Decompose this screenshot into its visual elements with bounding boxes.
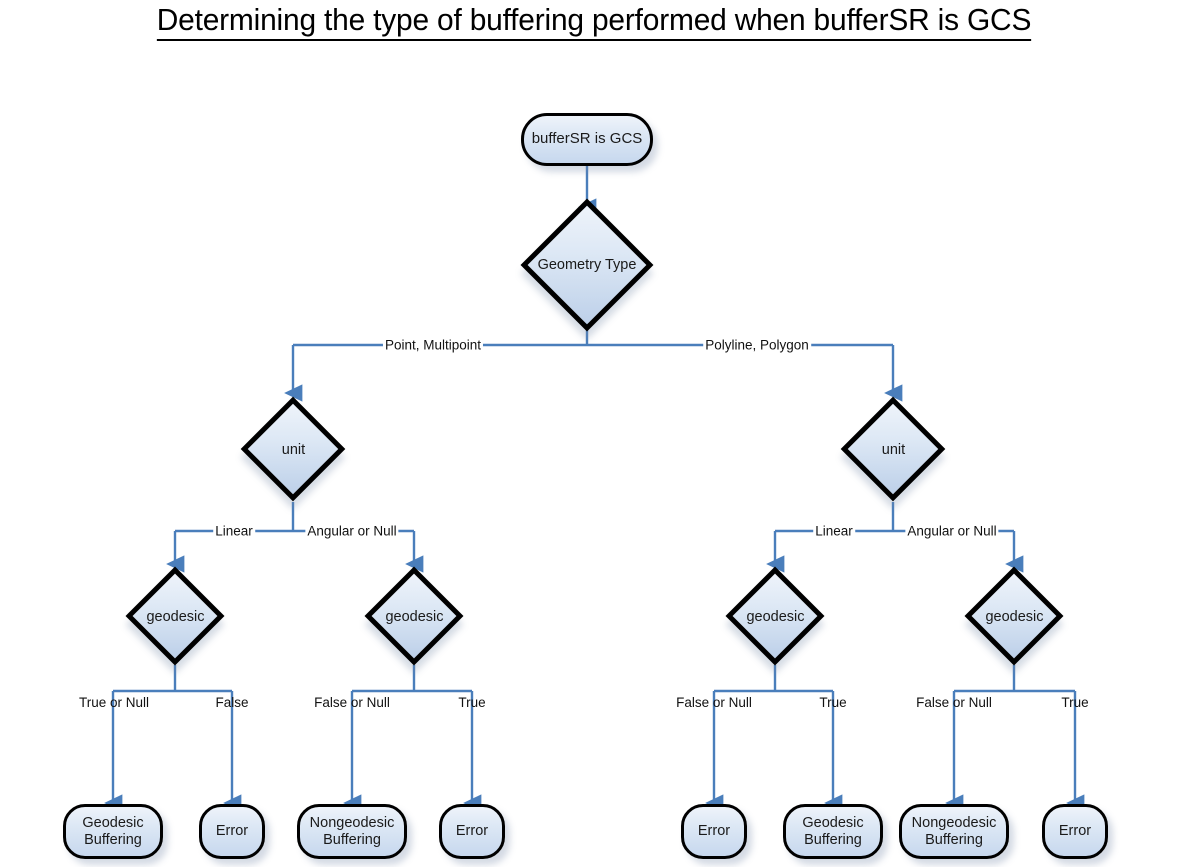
node-output-7-line2: Buffering [925, 831, 983, 848]
node-output-6-line1: Geodesic [802, 815, 864, 832]
page-title-text: Determining the type of buffering perfor… [156, 2, 1031, 41]
node-output-4[interactable]: Error [439, 804, 505, 859]
node-output-1-line2: Buffering [84, 831, 142, 848]
edge-label-geodesic1-left: True or Null [78, 695, 150, 710]
node-output-6-text: Geodesic Buffering [802, 815, 863, 847]
node-output-3-line1: Nongeodesic [309, 815, 395, 832]
node-unit-right-label: unit [881, 441, 906, 458]
node-output-6-line2: Buffering [804, 831, 862, 848]
node-geodesic-3[interactable]: geodesic [725, 566, 825, 666]
node-unit-left-label: unit [281, 441, 306, 458]
edge-label-unit-left-linear: Linear [213, 523, 255, 539]
node-geodesic-2[interactable]: geodesic [364, 566, 464, 666]
node-output-8[interactable]: Error [1042, 804, 1108, 859]
node-output-1-text: Geodesic Buffering [82, 815, 143, 847]
edge-label-geometry-left: Point, Multipoint [382, 337, 484, 353]
node-output-2[interactable]: Error [199, 804, 265, 859]
node-geometry-type-label: Geometry Type [537, 257, 637, 273]
node-start[interactable]: bufferSR is GCS [521, 113, 653, 166]
node-output-4-text: Error [456, 823, 488, 839]
node-output-1-line1: Geodesic [82, 815, 144, 832]
node-output-3-line2: Buffering [323, 831, 381, 848]
node-output-3-text: Nongeodesic Buffering [310, 815, 395, 847]
edge-label-geodesic4-right: True [1061, 695, 1089, 710]
node-output-2-line1: Error [215, 823, 249, 840]
node-output-5-text: Error [698, 823, 730, 839]
node-geodesic-1[interactable]: geodesic [125, 566, 225, 666]
node-output-6[interactable]: Geodesic Buffering [783, 804, 883, 859]
edge-label-geodesic2-right: True [458, 695, 486, 710]
node-output-7-text: Nongeodesic Buffering [912, 815, 997, 847]
node-geodesic-3-label: geodesic [746, 608, 805, 625]
edge-label-geodesic2-left: False or Null [314, 695, 390, 710]
node-start-label: bufferSR is GCS [531, 130, 643, 148]
edge-label-geodesic3-right: True [819, 695, 847, 710]
node-output-1[interactable]: Geodesic Buffering [63, 804, 163, 859]
edge-label-geodesic3-left: False or Null [676, 695, 752, 710]
node-output-5-line1: Error [697, 823, 731, 840]
node-output-2-text: Error [216, 823, 248, 839]
page-title: Determining the type of buffering perfor… [21, 2, 1167, 41]
node-geodesic-1-label: geodesic [146, 608, 205, 625]
edge-label-unit-right-linear: Linear [813, 523, 855, 539]
node-geodesic-4[interactable]: geodesic [964, 566, 1064, 666]
node-output-3[interactable]: Nongeodesic Buffering [297, 804, 407, 859]
edge-label-geodesic1-right: False [215, 695, 249, 710]
node-geometry-type[interactable]: Geometry Type [520, 198, 654, 332]
edge-label-geometry-right: Polyline, Polygon [703, 337, 811, 353]
node-output-8-text: Error [1059, 823, 1091, 839]
node-geodesic-4-label: geodesic [985, 608, 1044, 625]
node-output-8-line1: Error [1058, 823, 1092, 840]
node-unit-right[interactable]: unit [840, 396, 946, 502]
edge-label-unit-right-angular: Angular or Null [905, 523, 999, 539]
edge-label-unit-left-angular: Angular or Null [305, 523, 399, 539]
node-geodesic-2-label: geodesic [385, 608, 444, 625]
node-output-7-line1: Nongeodesic [911, 815, 997, 832]
node-unit-left[interactable]: unit [240, 396, 346, 502]
node-output-4-line1: Error [455, 823, 489, 840]
node-output-5[interactable]: Error [681, 804, 747, 859]
edge-label-geodesic4-left: False or Null [916, 695, 992, 710]
node-output-7[interactable]: Nongeodesic Buffering [899, 804, 1009, 859]
